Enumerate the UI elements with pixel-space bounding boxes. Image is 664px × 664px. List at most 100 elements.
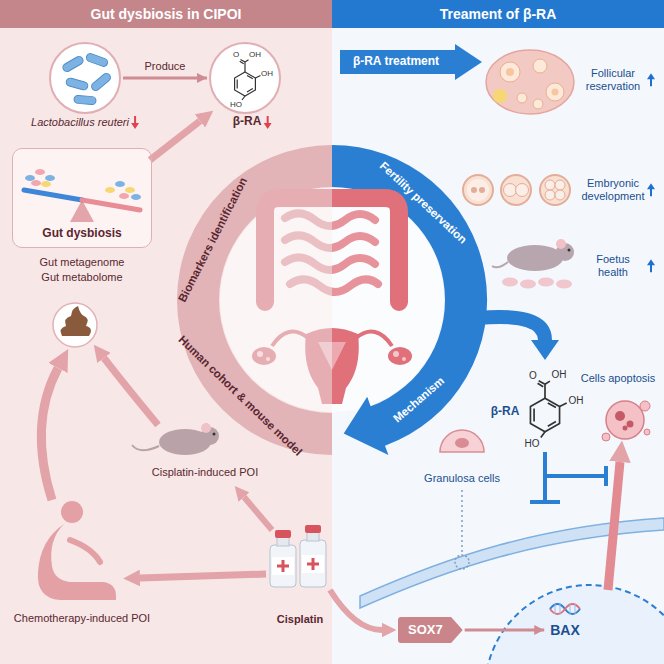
trend-arrow xyxy=(647,73,655,79)
apoptotic-cell xyxy=(615,411,625,421)
dna-icon xyxy=(555,603,575,615)
drug-bottles xyxy=(277,537,289,546)
model-label: Chemotherapy-induced POI xyxy=(14,612,150,625)
trend-arrow xyxy=(650,188,652,196)
flow-connector xyxy=(123,77,207,80)
label-text: Granulosa cells xyxy=(424,472,500,485)
data-label: Gut metabolome xyxy=(41,271,122,284)
seesaw-figure xyxy=(70,200,94,222)
seesaw-figure xyxy=(31,180,41,186)
gene-label: BAX xyxy=(546,620,584,640)
embryo-figure xyxy=(504,184,517,197)
arrow-label: β-RA treatment xyxy=(353,55,439,69)
label-text: O xyxy=(233,50,239,59)
cell-membrane xyxy=(360,518,664,608)
node-text: Lactobacillus reuteri xyxy=(31,116,129,129)
atom-label: OH xyxy=(261,69,273,78)
ovary-figure xyxy=(486,50,574,114)
right-ground xyxy=(332,0,664,664)
flow-arrow xyxy=(140,574,266,578)
seesaw-figure xyxy=(105,187,115,193)
molecule-figure xyxy=(210,43,280,113)
label-text: Fertility preservation xyxy=(377,159,469,246)
mouse-family-figure xyxy=(502,278,518,287)
atom-label: O xyxy=(529,370,537,382)
outcome-label: Embryonic development xyxy=(581,177,655,202)
left-ground xyxy=(0,0,332,664)
bacteria-figure xyxy=(65,77,88,90)
treatment-arrow xyxy=(340,50,455,74)
apoptotic-cell xyxy=(640,401,650,411)
flow-arrow xyxy=(244,497,272,530)
node-text: Treament of β-RA xyxy=(440,6,557,22)
mouse-family-figure xyxy=(507,245,563,271)
seesaw-figure xyxy=(125,187,135,193)
mouse-family-figure xyxy=(556,243,574,261)
embryo-figure xyxy=(555,190,565,200)
ovary-figure xyxy=(533,99,543,109)
node-text: β-RA xyxy=(233,115,262,129)
drug-bottles xyxy=(270,545,296,587)
outcome-label: Follicular reservation xyxy=(581,67,655,92)
embryo-figure xyxy=(501,175,531,205)
nucleus-outline xyxy=(485,585,664,664)
trend-arrow xyxy=(131,115,139,129)
bacteria-figure xyxy=(50,43,120,113)
mouse-family-figure xyxy=(556,280,572,289)
center-glow xyxy=(220,188,444,412)
label-text: Follicular reservation xyxy=(581,67,645,92)
ovary-figure xyxy=(493,89,507,103)
molecule-figure xyxy=(530,381,566,438)
node-caption: Lactobacillus reuteri xyxy=(31,115,139,129)
inhibition-mark xyxy=(543,452,547,500)
ovary-figure xyxy=(506,68,514,76)
organ-figure xyxy=(252,198,332,404)
drug-bottles xyxy=(305,525,321,533)
stool-icon xyxy=(61,306,91,336)
label-text: Embryonic development xyxy=(581,177,645,202)
seesaw-figure xyxy=(82,200,140,210)
label-text: Foetus health xyxy=(581,253,645,278)
label-text: HO xyxy=(230,100,242,109)
label-text: Mechanism xyxy=(391,375,447,426)
apoptotic-cell xyxy=(627,421,634,428)
mouse-family-figure xyxy=(492,239,574,289)
ring-band xyxy=(332,145,487,455)
compound-label: β-RA xyxy=(491,405,520,419)
mouse-figure xyxy=(132,423,219,455)
patient-figure xyxy=(70,540,100,562)
embryo-figure xyxy=(540,175,570,205)
apoptotic-cell xyxy=(602,433,610,441)
embryo-figure xyxy=(545,180,555,190)
model-label: Cisplatin-induced POI xyxy=(152,466,258,479)
embryo-figure xyxy=(516,184,529,197)
bacteria-figure xyxy=(50,43,120,113)
edge-label: Produce xyxy=(145,60,186,73)
embryo-figure xyxy=(463,175,570,205)
label-text: Cisplatin-induced POI xyxy=(152,466,258,479)
seesaw-figure xyxy=(12,148,152,248)
ring-label: Human cohort & mouse model xyxy=(175,333,304,458)
trend-arrow xyxy=(650,78,652,86)
seesaw-figure xyxy=(115,181,125,187)
treatment-arrow xyxy=(478,317,545,340)
inhibition-mark xyxy=(530,452,606,502)
label-text: Biomarkers identification xyxy=(176,175,250,304)
label-text: β-RA xyxy=(491,405,520,419)
edge-label-text: Produce xyxy=(145,60,186,72)
drug-bottles xyxy=(307,532,319,541)
apoptosis-arrow xyxy=(608,462,620,590)
mouse-figure xyxy=(159,429,211,455)
mouse-figure xyxy=(201,427,219,445)
molecule-figure xyxy=(235,60,261,101)
atom-label: HO xyxy=(230,100,242,109)
bacteria-figure xyxy=(61,55,84,73)
drug-bottles xyxy=(275,530,291,538)
node-text: Gut dysbiosis xyxy=(42,227,121,241)
trend-arrow xyxy=(647,259,655,273)
granulosa-cell xyxy=(440,430,484,452)
drug-bottles xyxy=(277,560,289,572)
mouse-family-figure xyxy=(538,278,554,287)
mouse-family-figure xyxy=(556,239,566,249)
